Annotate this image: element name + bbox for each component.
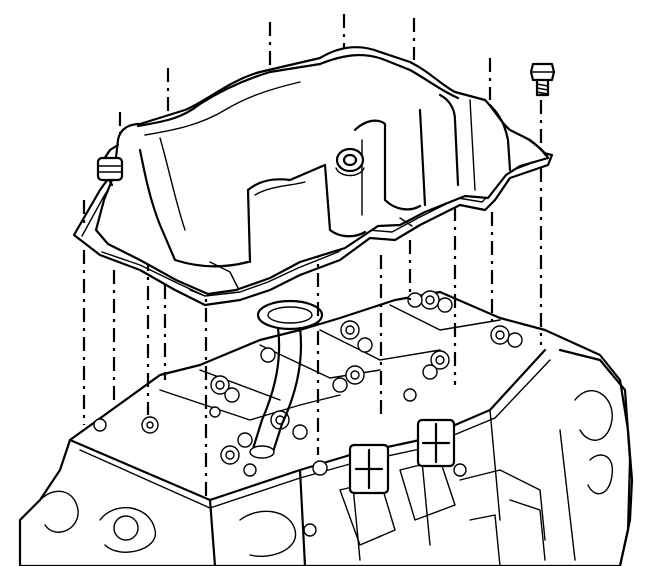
- oil-pan: [94, 46, 550, 297]
- bearing-cap-cross-left: [348, 443, 390, 495]
- oil-pump-pickup-tube: [249, 299, 324, 459]
- bearing-cap-cross-right: [416, 418, 456, 468]
- drain-plug-boss: [335, 147, 365, 177]
- oil-level-sensor-fitting: [96, 156, 124, 182]
- oil-pan-bolt: [529, 62, 556, 97]
- engine-block: [18, 290, 634, 566]
